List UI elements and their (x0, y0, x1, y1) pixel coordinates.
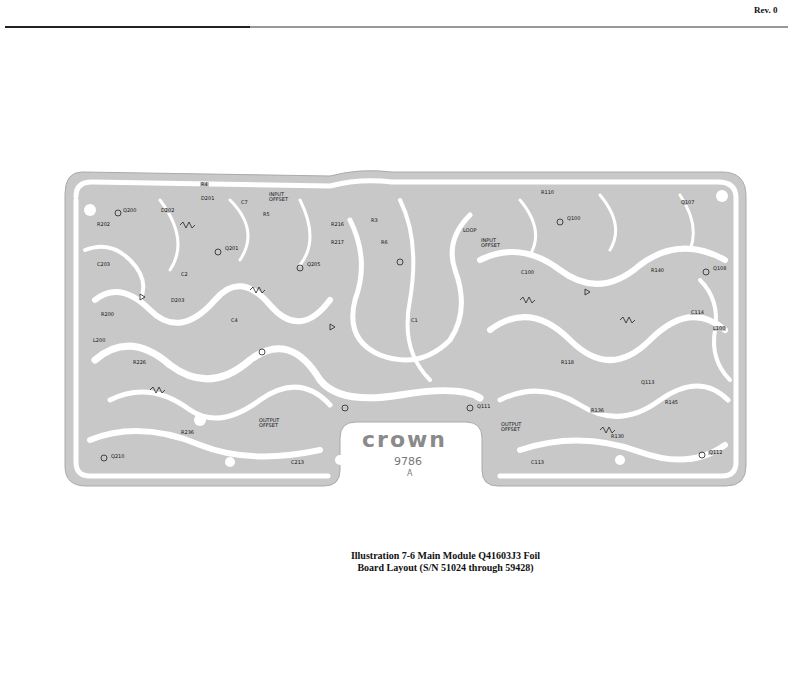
board-text: A (407, 470, 412, 478)
component-label: C114 (690, 310, 705, 315)
pcb-board (65, 171, 746, 486)
component-label: INPUT OFFSET (480, 238, 508, 249)
component-label: L100 (712, 326, 726, 331)
component-label: LOOP (462, 228, 478, 233)
header-rule (5, 27, 788, 28)
component-label: Q113 (640, 380, 655, 385)
component-label: R118 (560, 360, 575, 365)
component-label: OUTPUT OFFSET (500, 422, 532, 433)
component-label: Q112 (708, 450, 723, 455)
component-label: Q200 (122, 208, 137, 213)
board-text: Rev. 0 (754, 6, 778, 15)
component-label: R217 (330, 240, 345, 245)
component-label: R130 (610, 434, 625, 439)
component-label: R140 (650, 268, 665, 273)
component-label: R236 (180, 430, 195, 435)
component-label: C7 (240, 200, 249, 205)
header-rule (5, 26, 250, 28)
component-label: Q107 (680, 200, 695, 205)
component-label: C213 (290, 460, 305, 465)
component-label: R5 (262, 212, 271, 217)
component-label: Q205 (306, 262, 321, 267)
component-label: R145 (664, 400, 679, 405)
figure-caption: Illustration 7-6 Main Module Q41603J3 Fo… (338, 550, 553, 573)
component-symbols (101, 210, 709, 461)
component-label: R3 (370, 218, 379, 223)
brand-logo: crown (362, 428, 447, 451)
component-label: C1 (410, 318, 419, 323)
component-label: R200 (100, 312, 115, 317)
component-label: R226 (132, 360, 147, 365)
board-text: 9786 (394, 456, 422, 468)
component-label: R216 (330, 222, 345, 227)
component-label: C2 (180, 272, 189, 277)
foil-traces (76, 181, 736, 482)
component-label: C4 (230, 318, 239, 323)
component-label: C100 (520, 270, 535, 275)
component-label: R6 (380, 240, 389, 245)
component-label: Q100 (566, 216, 581, 221)
component-label: R4 (200, 182, 209, 187)
component-label: INPUT OFFSET (268, 192, 296, 203)
component-label: Q111 (476, 404, 491, 409)
component-label: OUTPUT OFFSET (258, 418, 290, 429)
component-label: R110 (540, 190, 555, 195)
component-label: Q108 (712, 266, 727, 271)
component-label: C203 (96, 262, 111, 267)
component-label: D201 (200, 196, 215, 201)
component-label: C113 (530, 460, 545, 465)
component-label: R136 (590, 408, 605, 413)
component-label: Q210 (110, 454, 125, 459)
component-label: R202 (96, 222, 111, 227)
component-label: Q201 (224, 246, 239, 251)
component-label: L200 (92, 338, 106, 343)
component-label: D202 (160, 208, 175, 213)
component-label: D203 (170, 298, 185, 303)
